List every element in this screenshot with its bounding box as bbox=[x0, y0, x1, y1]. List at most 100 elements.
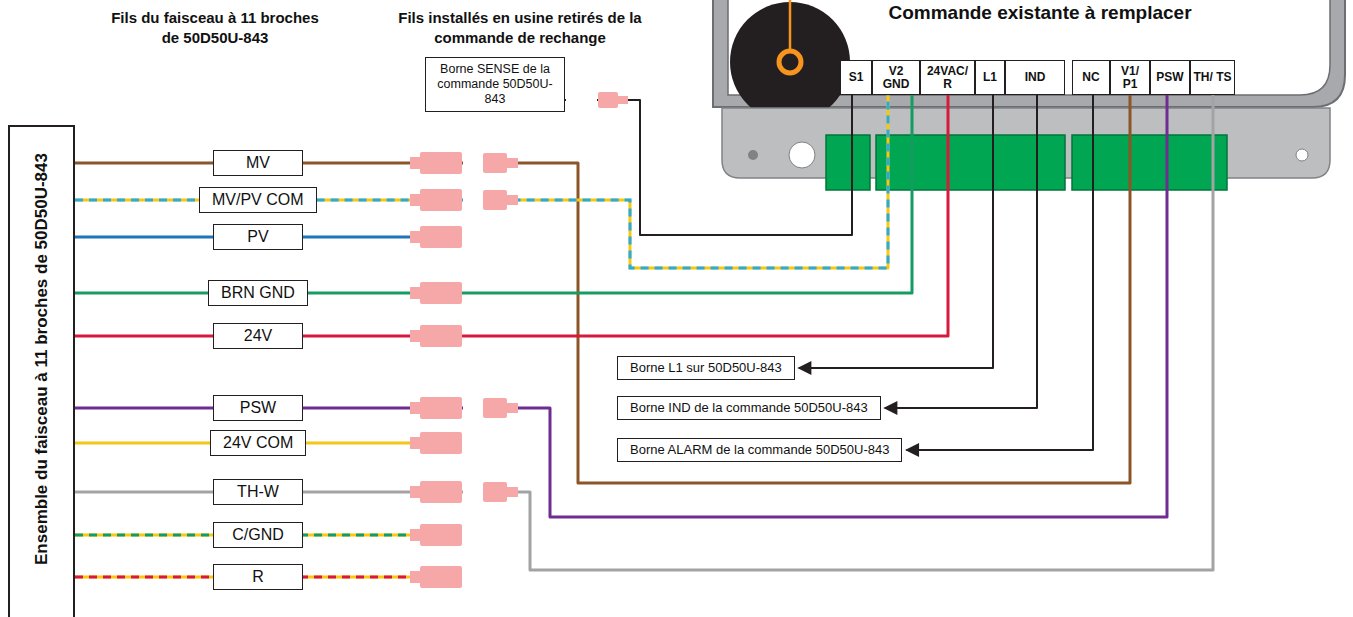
wire-connector-line bbox=[303, 95, 1130, 483]
wire-line bbox=[303, 95, 1130, 483]
harness-band: Ensemble du faisceau à 11 broches de 50D… bbox=[8, 125, 75, 617]
node-text: NC bbox=[1082, 71, 1099, 84]
terminal-label: IND bbox=[1005, 60, 1065, 95]
sense-connector bbox=[566, 92, 628, 108]
wire-connector-line bbox=[75, 163, 213, 164]
wire-connector bbox=[483, 153, 507, 173]
wire-connector-line bbox=[303, 95, 948, 336]
control-knob bbox=[789, 0, 792, 50]
terminal-label: S1 bbox=[840, 60, 872, 95]
wire-connector bbox=[420, 226, 462, 248]
node-text: Borne IND de la commande 50D50U-843 bbox=[630, 400, 868, 416]
terminal-label: 24VAC/ R bbox=[920, 60, 975, 95]
control-knob bbox=[730, 0, 850, 122]
wire-connector-line bbox=[565, 95, 852, 235]
node-text: L1 bbox=[983, 71, 997, 84]
node-text: MV/PV COM bbox=[212, 190, 304, 210]
wire-line bbox=[317, 95, 888, 268]
terminal-label: TH/ TS bbox=[1190, 60, 1235, 95]
wire-connector bbox=[420, 432, 462, 454]
node-text: Borne SENSE de la commande 50D50U-843 bbox=[430, 62, 560, 107]
wire-line bbox=[885, 95, 1037, 408]
wire-connector-line bbox=[75, 200, 199, 201]
connector-gap bbox=[463, 158, 483, 168]
wire-connector bbox=[507, 403, 518, 413]
wire-line bbox=[303, 95, 1167, 517]
node-text: PSW bbox=[226, 398, 290, 418]
terminal-callout-box: Borne L1 sur 50D50U-843 bbox=[617, 356, 795, 380]
terminal-base bbox=[748, 150, 758, 160]
wire-line bbox=[565, 95, 852, 235]
wire-line bbox=[308, 95, 912, 293]
wire-connector-line bbox=[75, 577, 213, 578]
terminal-block bbox=[826, 135, 870, 190]
terminal-label: V2 GND bbox=[872, 60, 920, 95]
node-text: 24V bbox=[226, 326, 290, 346]
wire-line bbox=[75, 335, 213, 338]
wire-connector bbox=[420, 189, 462, 211]
wire-label: 24V COM bbox=[210, 430, 306, 456]
node-text: IND bbox=[1025, 71, 1046, 84]
wire-line bbox=[75, 199, 199, 202]
wire-connector bbox=[420, 566, 462, 588]
wire-line bbox=[75, 576, 213, 579]
wire-connector-line bbox=[906, 95, 1093, 450]
wire-line-stripe bbox=[75, 576, 213, 579]
node-text: V2 GND bbox=[874, 65, 918, 91]
wire-connector-line bbox=[75, 293, 208, 294]
wire-connector-line bbox=[75, 443, 210, 444]
sense-terminal-box: Borne SENSE de la commande 50D50U-843 bbox=[425, 57, 565, 112]
wire-connector-line bbox=[75, 535, 213, 536]
wire-line bbox=[75, 442, 210, 445]
column-heading: Fils du faisceau à 11 broches de 50D50U-… bbox=[110, 8, 320, 48]
node-text: TH-W bbox=[226, 482, 290, 502]
node-text: BRN GND bbox=[221, 283, 295, 303]
wire-line bbox=[75, 292, 208, 295]
node-text: S1 bbox=[849, 71, 864, 84]
node-text: C/GND bbox=[226, 525, 290, 545]
wire-connector bbox=[483, 190, 507, 210]
wire-label: MV bbox=[213, 150, 303, 176]
wire-connector-line bbox=[303, 95, 1213, 570]
wire-connector bbox=[420, 481, 462, 503]
sense-connector bbox=[618, 96, 628, 104]
wire-line-stripe bbox=[75, 199, 199, 202]
wire-connector bbox=[420, 152, 462, 174]
wire-line bbox=[75, 162, 213, 165]
wire-label: C/GND bbox=[213, 522, 303, 548]
wire-connector bbox=[507, 195, 518, 205]
terminal-base bbox=[789, 142, 815, 168]
control-housing: Commande existante à remplacerS1V2 GND24… bbox=[728, 0, 1330, 95]
terminal-label: L1 bbox=[975, 60, 1005, 95]
wire-connector bbox=[420, 397, 462, 419]
wire-label: MV/PV COM bbox=[199, 187, 317, 213]
wire-connector bbox=[420, 524, 462, 546]
wire-connector bbox=[507, 487, 518, 497]
node-text: 24V COM bbox=[223, 433, 293, 453]
wire-connector-line bbox=[885, 95, 1037, 408]
wire-line bbox=[75, 534, 213, 537]
node-text: PSW bbox=[1156, 71, 1183, 84]
wire-connector bbox=[483, 482, 507, 502]
wire-connector-line bbox=[303, 95, 1167, 517]
wire-connector-line bbox=[317, 95, 888, 268]
wire-label: 24V bbox=[213, 323, 303, 349]
wire-connector-line bbox=[75, 336, 213, 337]
terminal-label: V1/ P1 bbox=[1110, 60, 1150, 95]
wire-label: R bbox=[213, 564, 303, 590]
node-text: MV bbox=[226, 153, 290, 173]
node-text: Borne L1 sur 50D50U-843 bbox=[630, 360, 782, 376]
column-heading: Fils installés en usine retirés de la co… bbox=[370, 8, 670, 48]
node-text: TH/ TS bbox=[1194, 71, 1232, 84]
wire-line bbox=[75, 236, 213, 239]
wire-connector bbox=[410, 152, 518, 588]
connector-gap bbox=[463, 195, 483, 205]
wire-line bbox=[75, 491, 213, 494]
wire-label: PV bbox=[213, 224, 303, 250]
wire-connector bbox=[420, 282, 462, 304]
node-text: Ensemble du faisceau à 11 broches de 50D… bbox=[31, 139, 53, 579]
wire-line bbox=[303, 95, 1213, 570]
wire-connector-line bbox=[308, 95, 912, 293]
connector-gap bbox=[463, 487, 483, 497]
wire-line-stripe bbox=[75, 534, 213, 537]
